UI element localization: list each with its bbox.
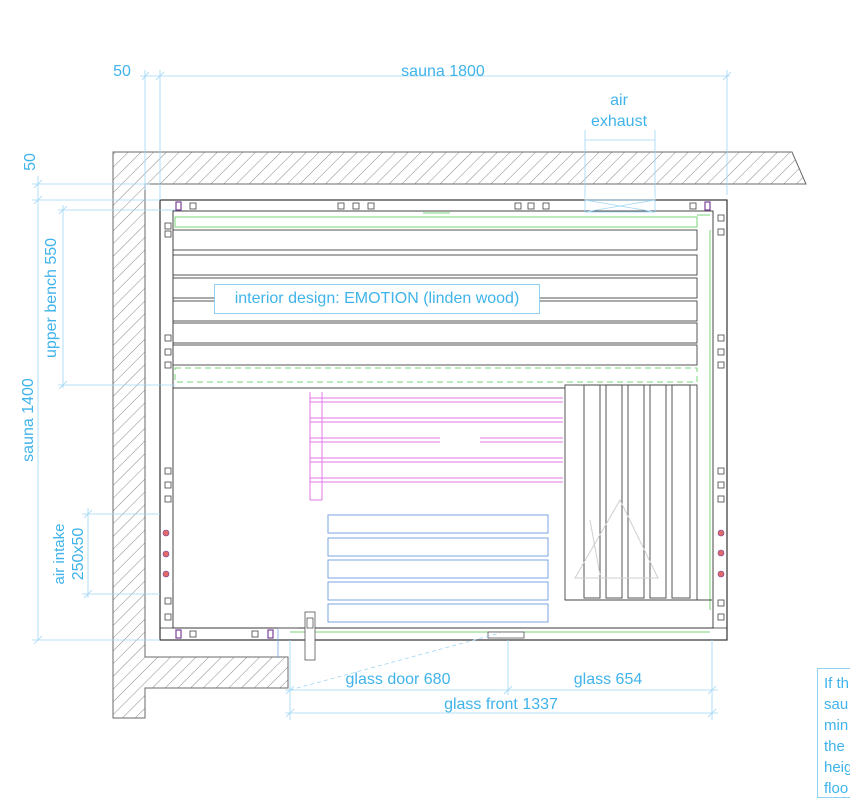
vent-dots — [162, 529, 725, 578]
dimension-upper-bench: upper bench 550 — [43, 238, 60, 358]
dimension-wall-offset-left: 50 — [22, 153, 39, 171]
stool — [327, 514, 549, 623]
dimension-glass-door: glass door 680 — [346, 671, 451, 688]
label-air-exhaust-1: air — [610, 92, 628, 109]
dimension-glass: glass 654 — [574, 671, 643, 688]
note-line: floo — [824, 780, 849, 797]
note-line: If th — [824, 675, 850, 692]
note-line: the — [824, 738, 845, 755]
air-exhaust — [584, 130, 656, 213]
note-line: heig — [824, 759, 850, 776]
lower-bench — [309, 392, 563, 501]
dimension-wall-offset-top: 50 — [113, 63, 131, 80]
note-line: min — [824, 717, 849, 734]
stove-icon — [574, 498, 659, 579]
note-box: If th sau min the heig floo — [817, 668, 850, 798]
label-air-intake-2: 250x50 — [70, 528, 87, 581]
label-air-exhaust-2: exhaust — [591, 113, 648, 130]
corner-posts — [175, 201, 711, 639]
label-air-intake-1: air intake — [51, 524, 68, 585]
note-line: sau — [824, 696, 849, 713]
dimension-glass-front: glass front 1337 — [444, 696, 558, 713]
sauna-frame — [159, 199, 728, 641]
dimension-sauna-depth: sauna 1400 — [20, 378, 37, 462]
interior-design-label: interior design: EMOTION (linden wood) — [214, 284, 540, 314]
dimension-lines — [32, 70, 732, 720]
side-bench — [564, 384, 712, 601]
wall-hatch — [112, 151, 807, 719]
fittings — [164, 202, 725, 638]
glass-door — [277, 611, 525, 661]
dimension-sauna-width: sauna 1800 — [401, 63, 485, 80]
upper-bench — [172, 229, 698, 389]
